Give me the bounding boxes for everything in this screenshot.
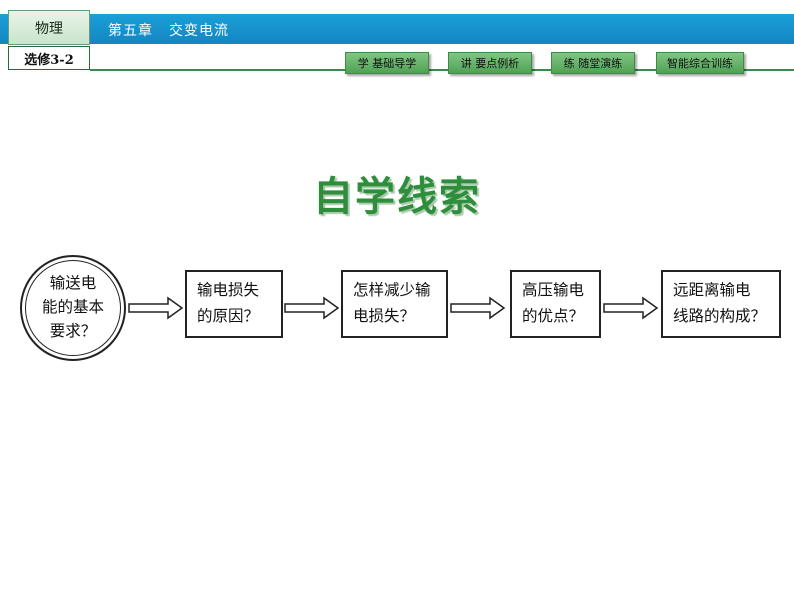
flow-step-2-line-2: 电损失？ [353, 307, 416, 325]
subject-label: 物理 [8, 10, 90, 45]
flow-start-line-2: 能的基本 [41, 298, 104, 316]
nav-button-basic-study[interactable]: 学 基础导学 [345, 52, 429, 74]
flow-arrow-2 [284, 296, 340, 320]
nav-button-key-points[interactable]: 讲 要点例析 [448, 52, 532, 74]
flow-arrow-4 [603, 296, 659, 320]
flow-arrow-1 [128, 296, 184, 320]
edition-label: 选修3-2 [8, 46, 90, 70]
flow-step-4-line-2: 线路的构成？ [673, 307, 767, 325]
flow-step-high-voltage: 高压输电 的优点？ [510, 270, 601, 338]
nav-button-comprehensive-training[interactable]: 智能综合训练 [656, 52, 744, 74]
nav-button-practice[interactable]: 练 随堂演练 [551, 52, 635, 74]
flow-step-reduce-loss: 怎样减少输 电损失？ [341, 270, 448, 338]
flow-step-1-line-1: 输电损失 [197, 281, 260, 299]
flow-start-text: 输送电 能的基本 要求？ [22, 271, 124, 343]
flow-start-line-1: 输送电 [49, 274, 97, 292]
chapter-heading: 第五章交变电流 [108, 20, 229, 40]
page-title: 自学线索 [313, 173, 481, 220]
flow-arrow-3 [450, 296, 506, 320]
flow-step-3-line-1: 高压输电 [522, 281, 585, 299]
chapter-title: 交变电流 [169, 23, 229, 39]
flow-start-line-3: 要求？ [49, 322, 97, 340]
chapter-number: 第五章 [108, 23, 153, 39]
flow-step-line-structure: 远距离输电 线路的构成？ [661, 270, 781, 338]
flow-step-4-line-1: 远距离输电 [673, 281, 751, 299]
flow-step-3-line-2: 的优点？ [522, 307, 585, 325]
flow-step-2-line-1: 怎样减少输 [353, 281, 431, 299]
flow-step-1-line-2: 的原因？ [197, 307, 260, 325]
flow-step-loss-cause: 输电损失 的原因？ [185, 270, 283, 338]
flow-start-circle: 输送电 能的基本 要求？ [20, 255, 126, 361]
header-bar [0, 14, 794, 44]
header-divider [90, 69, 794, 71]
